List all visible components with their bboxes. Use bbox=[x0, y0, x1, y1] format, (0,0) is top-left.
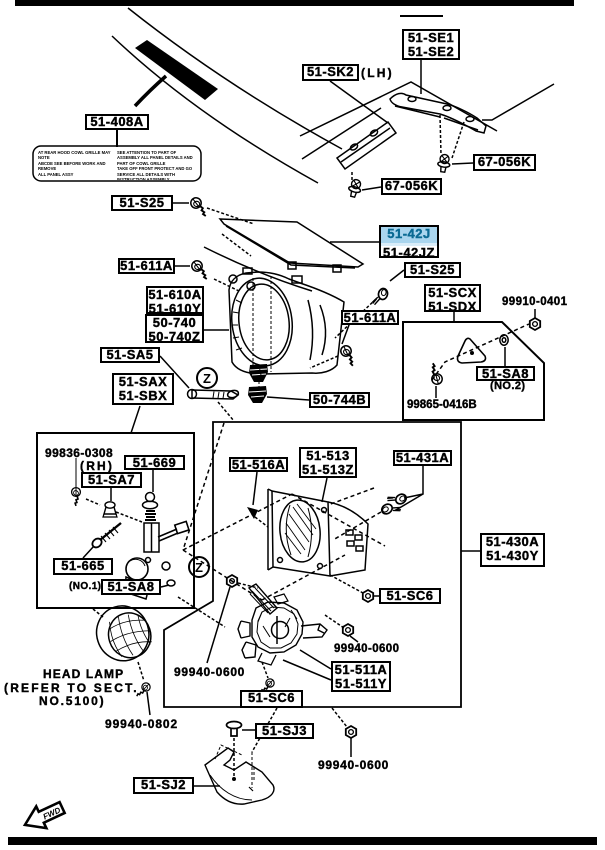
svg-text:Z: Z bbox=[195, 560, 203, 575]
svg-text:Z: Z bbox=[203, 371, 211, 386]
